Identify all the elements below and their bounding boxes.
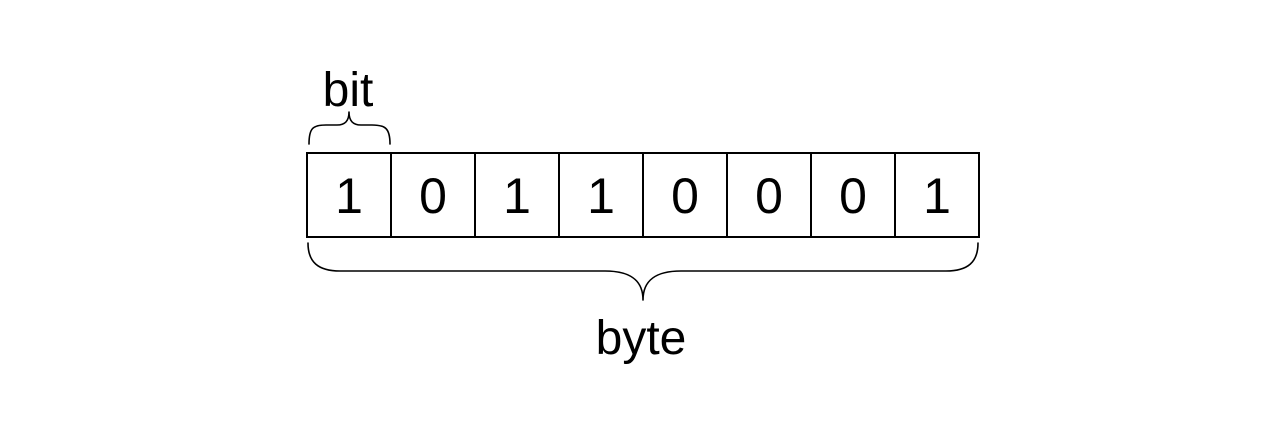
bit-cell-box xyxy=(810,152,896,238)
bit-value: 0 xyxy=(755,168,783,224)
bit-cell-box xyxy=(390,152,476,238)
bit-value: 0 xyxy=(839,168,867,224)
bit-value: 1 xyxy=(587,168,615,224)
bit-cell-box xyxy=(642,152,728,238)
bit-cell-box xyxy=(474,152,560,238)
byte-brace xyxy=(307,242,979,301)
bit-cell-box xyxy=(306,152,392,238)
bit-cell-box xyxy=(726,152,812,238)
bit-value: 1 xyxy=(923,168,951,224)
bit-cell: 0 xyxy=(642,152,728,238)
bit-value: 1 xyxy=(335,168,363,224)
bit-value: 0 xyxy=(671,168,699,224)
bit-value: 1 xyxy=(503,168,531,224)
bit-cell: 0 xyxy=(810,152,896,238)
bit-value: 0 xyxy=(419,168,447,224)
bit-cell: 1 xyxy=(894,152,980,238)
bit-cell-box xyxy=(894,152,980,238)
bit-label: bit xyxy=(323,64,374,117)
bit-cell: 1 xyxy=(306,152,392,238)
bit-cell: 0 xyxy=(726,152,812,238)
byte-label: byte xyxy=(596,312,687,365)
bit-cell: 1 xyxy=(558,152,644,238)
bit-cell: 0 xyxy=(390,152,476,238)
bit-cell: 1 xyxy=(474,152,560,238)
bit-brace xyxy=(308,111,391,145)
